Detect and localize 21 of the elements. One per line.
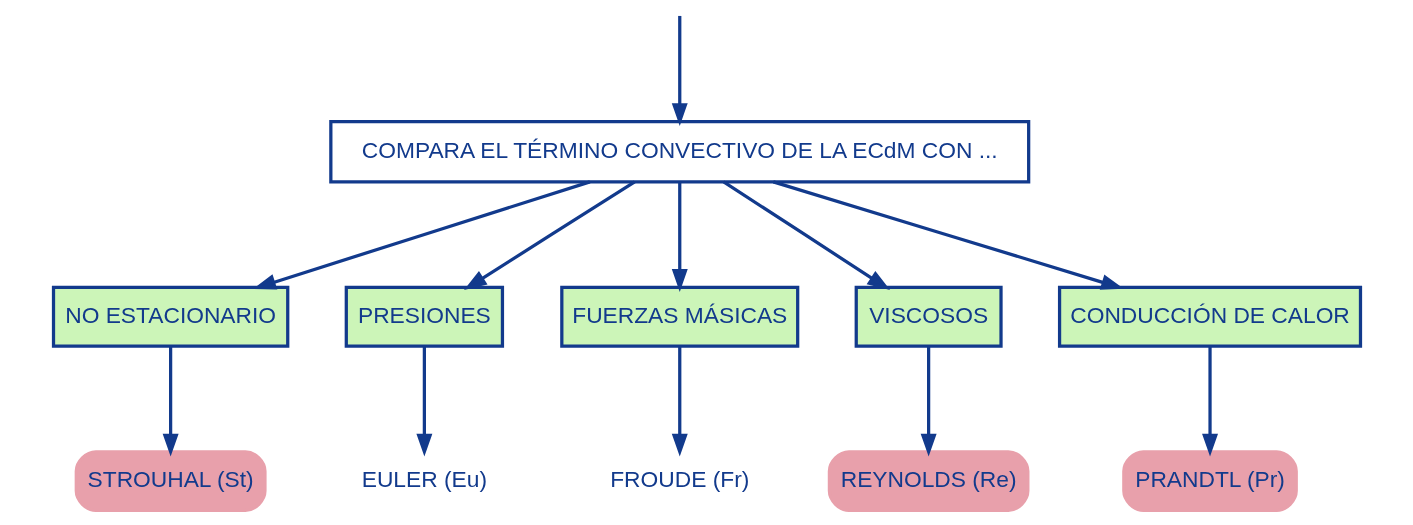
arrow [1201, 346, 1218, 457]
node-box: VISCOSOS [854, 285, 1003, 348]
arrow [162, 346, 179, 457]
arrow [671, 15, 688, 126]
arrow [671, 182, 688, 292]
node-box: PRANDTL (Pr) [1121, 450, 1298, 512]
node-box: PRESIONES [344, 285, 504, 348]
arrow [671, 346, 688, 457]
node-box: CONDUCCIÓN DE CALOR [1057, 285, 1362, 348]
node-box: NO ESTACIONARIO [51, 285, 289, 348]
node-box: REYNOLDS (Re) [827, 450, 1029, 512]
arrow [252, 180, 590, 290]
arrow [415, 346, 432, 457]
node-box: STROUHAL (St) [74, 450, 267, 512]
node-box: COMPARA EL TÉRMINO CONVECTIVO DE LA ECdM CON ... [328, 119, 1030, 184]
arrow [463, 180, 636, 291]
arrow [920, 346, 937, 457]
node-text: EULER (Eu) [361, 466, 487, 493]
node-text: FROUDE (Fr) [609, 466, 749, 493]
arrow [722, 180, 890, 291]
node-box: FUERZAS MÁSICAS [559, 285, 799, 348]
